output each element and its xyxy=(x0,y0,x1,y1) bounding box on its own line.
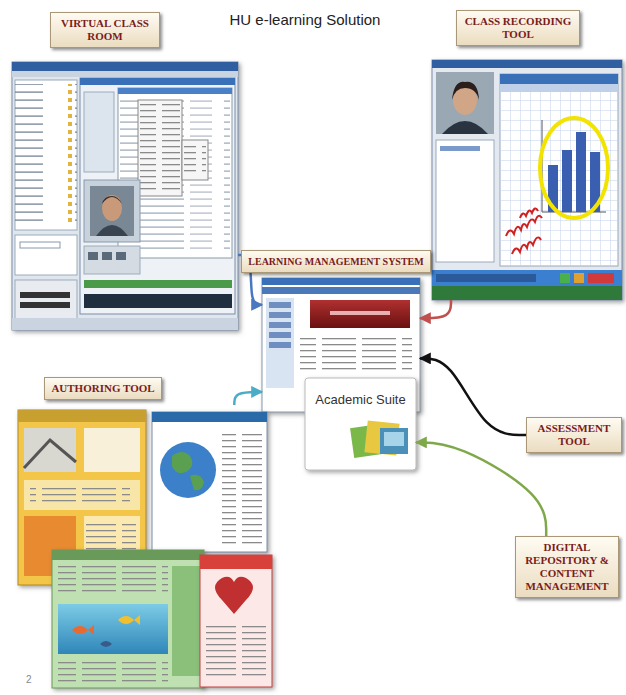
academic-suite-card xyxy=(305,378,416,470)
authoring-screenshots xyxy=(18,410,272,688)
product-name: Academic Suite xyxy=(305,378,416,408)
page-number: 2 xyxy=(26,674,32,686)
screenshot-panel: LEARNING MANAGEMENT SYSTEM xyxy=(262,278,420,412)
tool-label: DIGITAL REPOSITORY & CONTENT MANAGEMENT xyxy=(522,541,612,593)
page-title: HU e-learning Solution xyxy=(230,11,381,29)
screenshot-panel: AUTHORING TOOL xyxy=(15,405,273,690)
product-card: Academic Suite xyxy=(305,378,416,470)
virtual-classroom-screenshot xyxy=(12,62,238,330)
tool-label: ASSESSMENT TOOL xyxy=(533,422,615,448)
heading-label: VIRTUAL CLASS ROOM xyxy=(50,12,160,48)
tool-label-box: ASSESSMENT TOOL xyxy=(526,417,622,453)
flow-arrow xyxy=(420,300,451,318)
flow-arrow xyxy=(234,392,262,405)
class-recording-screenshot xyxy=(432,60,622,300)
screenshot-panel: CLASS RECORDING TOOL xyxy=(432,60,622,300)
heading-label: CLASS RECORDING TOOL xyxy=(456,10,580,46)
heading-label: LEARNING MANAGEMENT SYSTEM xyxy=(241,250,430,273)
flow-arrow xyxy=(420,358,526,435)
heading-label: AUTHORING TOOL xyxy=(44,377,161,400)
screenshot-panel: VIRTUAL CLASS ROOM xyxy=(12,62,238,330)
flow-arrow xyxy=(416,442,546,536)
tool-label-box: DIGITAL REPOSITORY & CONTENT MANAGEMENT xyxy=(515,536,619,598)
